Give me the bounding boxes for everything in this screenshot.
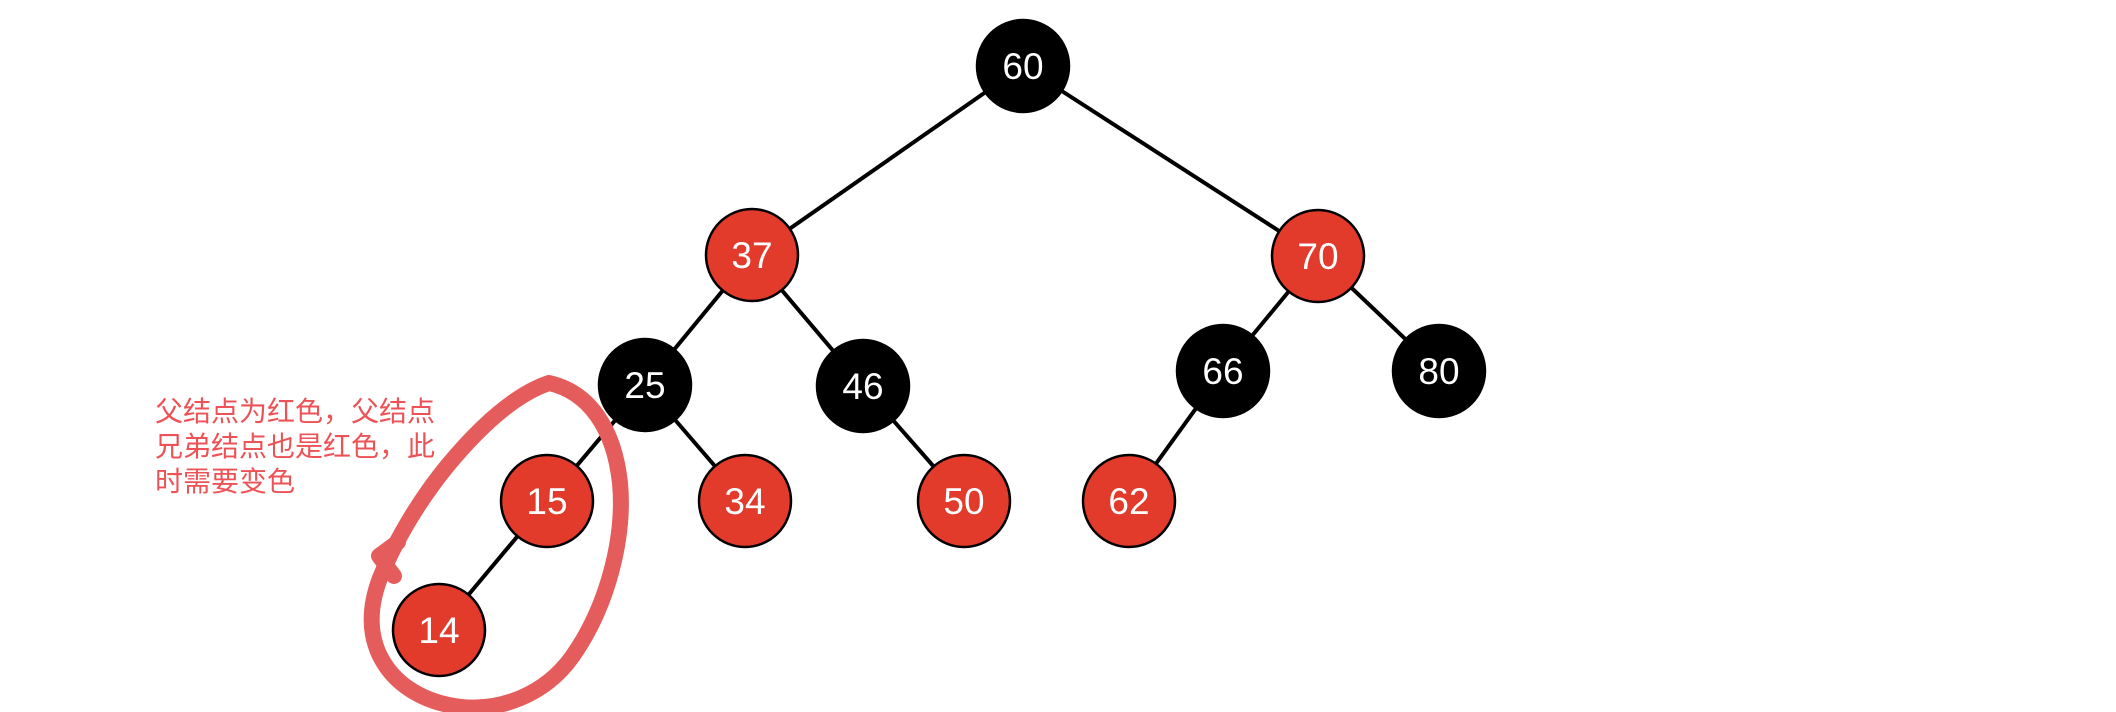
node-label-62: 62 (1108, 481, 1149, 522)
node-circle-50 (916, 453, 1012, 549)
tree-node-80: 80 (1391, 323, 1487, 419)
node-circle-80 (1391, 323, 1487, 419)
tree-edges (437, 64, 1441, 632)
tree-node-50: 50 (916, 453, 1012, 549)
node-label-37: 37 (731, 235, 772, 276)
edge-60-37 (750, 64, 1025, 257)
node-label-15: 15 (526, 481, 567, 522)
tree-node-66: 66 (1175, 323, 1271, 419)
node-circle-60 (975, 18, 1071, 114)
node-circle-34 (697, 453, 793, 549)
node-label-80: 80 (1418, 351, 1459, 392)
annotation-line: 兄弟结点也是红色，此 (155, 431, 436, 462)
tree-node-46: 46 (815, 338, 911, 434)
node-label-46: 46 (842, 366, 883, 407)
node-circle-62 (1081, 453, 1177, 549)
node-label-34: 34 (724, 481, 765, 522)
highlight-loop (363, 375, 629, 712)
node-label-25: 25 (624, 365, 665, 406)
node-circle-25 (597, 337, 693, 433)
tree-node-25: 25 (597, 337, 693, 433)
node-label-70: 70 (1297, 236, 1338, 277)
node-label-66: 66 (1202, 351, 1243, 392)
node-circle-66 (1175, 323, 1271, 419)
node-circle-15 (499, 453, 595, 549)
tree-node-62: 62 (1081, 453, 1177, 549)
tree-node-14: 14 (391, 582, 487, 678)
tree-node-70: 70 (1270, 208, 1366, 304)
tree-node-15: 15 (499, 453, 595, 549)
node-circle-70 (1270, 208, 1366, 304)
node-label-60: 60 (1002, 46, 1043, 87)
tree-nodes: 60 37 70 25 46 66 (391, 18, 1487, 678)
tree-node-60: 60 (975, 18, 1071, 114)
node-circle-46 (815, 338, 911, 434)
node-circle-14 (391, 582, 487, 678)
node-label-50: 50 (943, 481, 984, 522)
annotation-line: 时需要变色 (155, 466, 296, 497)
edge-60-70 (1021, 64, 1320, 258)
annotation-line: 父结点为红色，父结点 (155, 396, 436, 427)
node-label-14: 14 (418, 610, 459, 651)
annotation-note: 父结点为红色，父结点 兄弟结点也是红色，此 时需要变色 (155, 394, 435, 499)
node-circle-37 (704, 207, 800, 303)
tree-node-37: 37 (704, 207, 800, 303)
tree-node-34: 34 (697, 453, 793, 549)
